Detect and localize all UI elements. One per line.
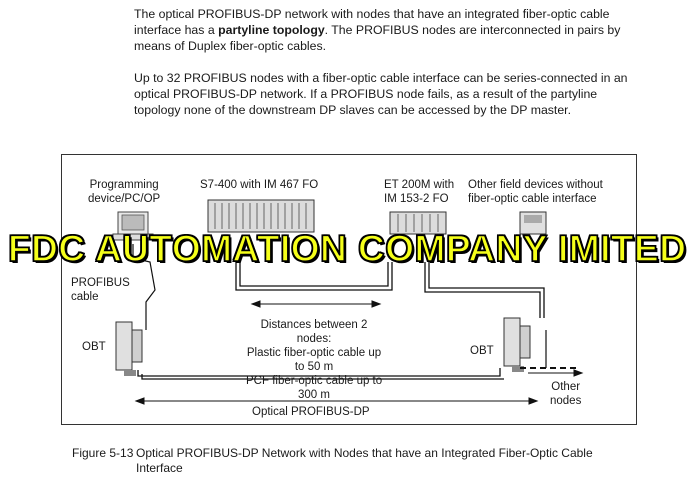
label-optical-profibus-dp: Optical PROFIBUS-DP bbox=[252, 406, 370, 418]
diagram-frame bbox=[61, 154, 637, 425]
field-device-icon bbox=[519, 211, 547, 235]
obt-right-icon bbox=[503, 317, 531, 372]
label-s7-400: S7-400 with IM 467 FO bbox=[200, 179, 319, 191]
intro-text-b: . The PROFIBUS nodes are interconnected … bbox=[134, 23, 621, 53]
figure-number: Figure 5-13 bbox=[72, 446, 134, 460]
intro-paragraph-1: The optical PROFIBUS-DP network with nod… bbox=[134, 6, 634, 54]
obt-left-icon bbox=[115, 321, 143, 376]
intro-text-a: The optical PROFIBUS-DP network with nod… bbox=[134, 7, 610, 37]
s7-400-rack-icon bbox=[207, 199, 315, 233]
programming-device-icon bbox=[112, 211, 154, 241]
watermark-text: FDC AUTOMATION COMPANY IMITED bbox=[7, 227, 687, 270]
intro-paragraph-2: Up to 32 PROFIBUS nodes with a fiber-opt… bbox=[134, 71, 628, 117]
label-obt-right: OBT bbox=[470, 345, 494, 357]
label-obt-left: OBT bbox=[82, 341, 106, 353]
figure-caption: Optical PROFIBUS-DP Network with Nodes t… bbox=[136, 446, 593, 475]
intro-bold-term: partyline topology bbox=[218, 23, 325, 37]
et-200m-icon bbox=[389, 211, 447, 235]
